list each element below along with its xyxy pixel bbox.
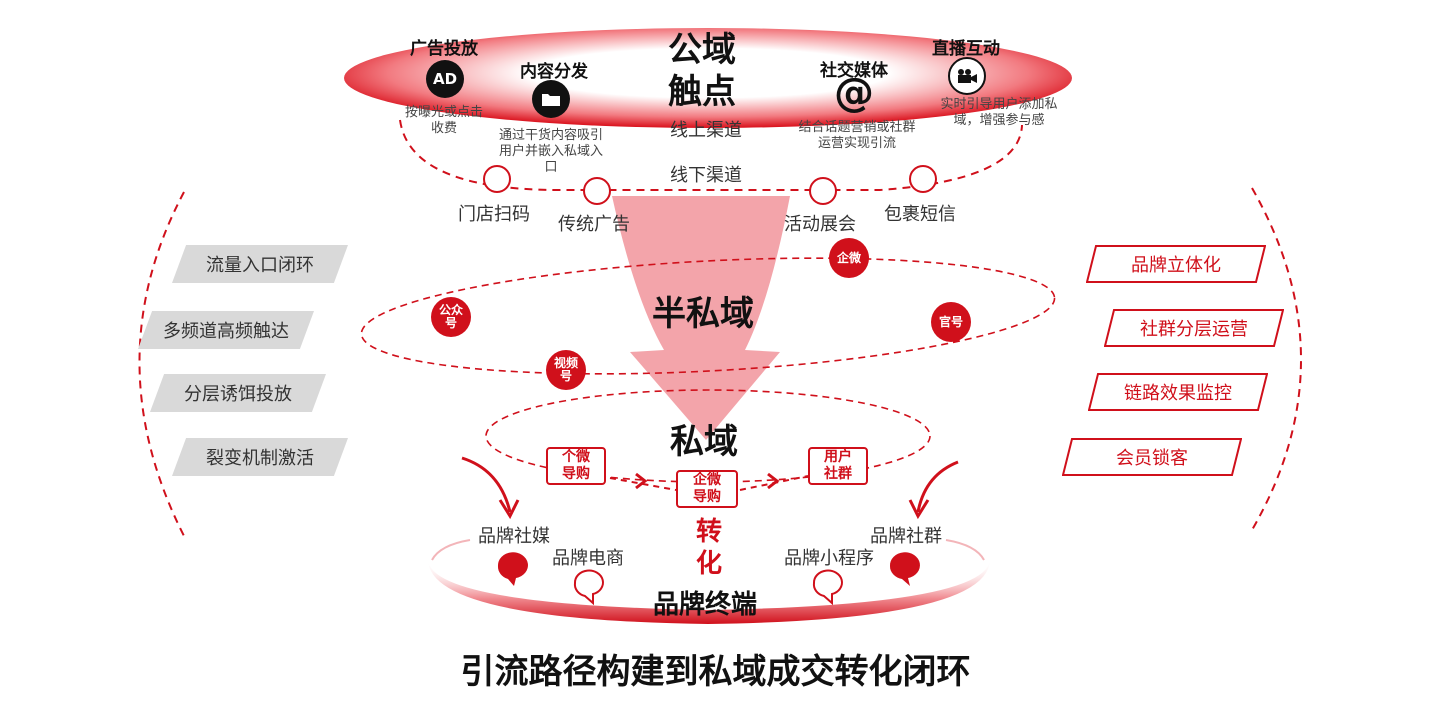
public-title-line1: 公域 xyxy=(668,30,736,70)
channel-content-desc: 通过干货内容吸引用户并嵌入私域入口 xyxy=(498,128,603,175)
conversion-brand-ecommerce: 品牌电商 xyxy=(552,548,624,569)
left-strategy-1: 流量入口闭环 xyxy=(172,245,348,283)
offline-dashed-ring xyxy=(399,119,1023,191)
offline-point-store-scan: 门店扫码 xyxy=(458,204,530,225)
channel-live-name: 直播互动 xyxy=(932,39,1000,59)
right-curve-arrow xyxy=(916,460,959,513)
right-strategy-3: 链路效果监控 xyxy=(1088,373,1268,411)
page-title: 引流路径构建到私域成交转化闭环 xyxy=(460,652,971,692)
channel-social-desc: 结合话题营销或社群运营实现引流 xyxy=(798,120,916,151)
channel-social-name: 社交媒体 xyxy=(820,61,888,81)
public-title-line2: 触点 xyxy=(668,72,736,112)
left-curve-arrow xyxy=(461,456,512,513)
left-strategy-3: 分层诱饵投放 xyxy=(150,374,326,412)
semi-private-title: 半私域 xyxy=(652,294,754,334)
badge-wecom: 企微 xyxy=(829,238,869,278)
offline-point-traditional-ad: 传统广告 xyxy=(558,214,630,235)
funnel-arrow xyxy=(612,196,790,440)
channel-ad-name: 广告投放 xyxy=(410,39,478,59)
conversion-brand-community: 品牌社群 xyxy=(870,526,942,547)
offline-channel-label: 线下渠道 xyxy=(670,165,742,186)
offline-node xyxy=(809,177,837,205)
left-strategy-2: 多频道高频触达 xyxy=(138,311,314,349)
offline-node xyxy=(909,165,937,193)
left-strategy-4: 裂变机制激活 xyxy=(172,438,348,476)
flow-arrow-1 xyxy=(635,472,648,490)
conversion-label: 转化 xyxy=(695,517,722,579)
private-step-user-community: 用户社群 xyxy=(808,447,868,485)
right-strategy-4: 会员锁客 xyxy=(1062,438,1242,476)
offline-point-events: 活动展会 xyxy=(784,214,856,235)
badge-video-channel: 视频号 xyxy=(546,350,586,390)
right-dashed-arc xyxy=(1251,187,1302,531)
offline-node xyxy=(483,165,511,193)
folder-icon xyxy=(532,80,570,118)
channel-live-desc: 实时引导用户添加私域，增强参与感 xyxy=(940,97,1058,128)
online-channel-label: 线上渠道 xyxy=(670,120,742,141)
conversion-brand-miniprogram: 品牌小程序 xyxy=(784,548,874,569)
flow-arrow-2 xyxy=(767,472,780,490)
chat-bubble-icon xyxy=(812,569,843,606)
terminal-title: 品牌终端 xyxy=(653,590,758,620)
semi-private-ring xyxy=(360,257,1056,375)
private-step-personal-wechat: 个微导购 xyxy=(546,447,606,485)
conversion-brand-social: 品牌社媒 xyxy=(478,526,550,547)
ad-icon: AD xyxy=(426,60,464,98)
offline-node xyxy=(583,177,611,205)
left-dashed-arc xyxy=(138,191,185,537)
offline-point-parcel-sms: 包裹短信 xyxy=(884,204,956,225)
chat-bubble-icon xyxy=(573,569,604,606)
channel-content-name: 内容分发 xyxy=(520,62,588,82)
private-step-wecom-guide: 企微导购 xyxy=(676,470,738,508)
chat-bubble-icon xyxy=(889,552,920,586)
chat-bubble-icon xyxy=(497,552,528,586)
badge-official-site: 官号 xyxy=(931,302,971,342)
right-strategy-2: 社群分层运营 xyxy=(1104,309,1284,347)
at-icon: @ xyxy=(834,70,874,116)
terminal-ring xyxy=(428,560,990,624)
right-strategy-1: 品牌立体化 xyxy=(1086,245,1266,283)
video-camera-icon xyxy=(948,57,986,95)
private-title: 私域 xyxy=(670,422,738,462)
public-domain-ellipse xyxy=(344,28,1072,128)
badge-official-account: 公众号 xyxy=(431,297,471,337)
channel-ad-desc: 按曝光或点击收费 xyxy=(404,105,483,136)
